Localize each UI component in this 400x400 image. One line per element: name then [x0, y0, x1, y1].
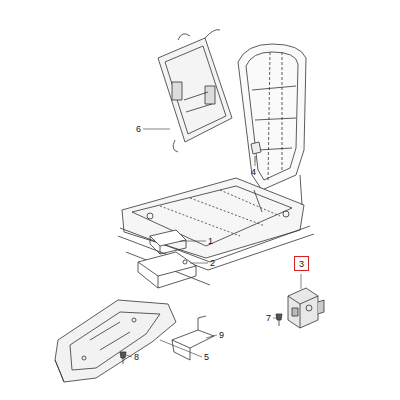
- leader-line: [126, 129, 301, 357]
- callout-number: 6: [136, 124, 141, 134]
- module-bracket: [138, 252, 196, 288]
- seat-back-plate: [158, 30, 232, 152]
- callout-number: 4: [251, 167, 256, 177]
- control-module: [150, 230, 186, 254]
- callout-number: 7: [266, 313, 271, 323]
- switch-component: [288, 288, 324, 328]
- callout-number: 9: [219, 330, 224, 340]
- screw: [276, 314, 282, 326]
- callout-number: 2: [210, 258, 215, 268]
- callout-number: 8: [134, 352, 139, 362]
- callout-number: 3: [299, 259, 304, 269]
- highlight-box: 3: [294, 256, 309, 271]
- clip: [251, 142, 261, 162]
- callout-number: 1: [208, 236, 213, 246]
- seat-frame: [118, 44, 314, 285]
- seat-side-cover: [55, 300, 176, 382]
- callout-number: 5: [204, 352, 209, 362]
- screw: [120, 352, 126, 364]
